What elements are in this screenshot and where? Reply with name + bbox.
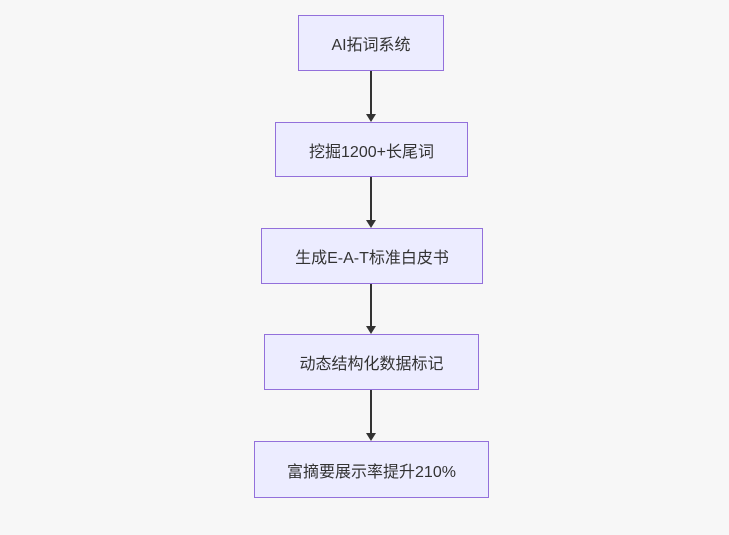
flowchart-node-rich-snippet-result: 富摘要展示率提升210% bbox=[254, 441, 489, 498]
arrow-down-icon bbox=[366, 326, 376, 334]
arrow-down-icon bbox=[366, 220, 376, 228]
arrow-down-icon bbox=[366, 114, 376, 122]
flowchart-arrow-3 bbox=[365, 284, 377, 334]
flowchart-arrow-1 bbox=[365, 71, 377, 122]
arrow-line bbox=[370, 390, 372, 433]
flowchart-node-structured-data: 动态结构化数据标记 bbox=[264, 334, 479, 390]
flowchart-node-ai-word-expansion: AI拓词系统 bbox=[298, 15, 444, 71]
arrow-line bbox=[370, 284, 372, 326]
flowchart-arrow-4 bbox=[365, 390, 377, 441]
arrow-line bbox=[370, 177, 372, 220]
arrow-line bbox=[370, 71, 372, 114]
flowchart-node-longtail-mining: 挖掘1200+长尾词 bbox=[275, 122, 468, 177]
flowchart-node-eat-whitepaper: 生成E-A-T标准白皮书 bbox=[261, 228, 483, 284]
flowchart-arrow-2 bbox=[365, 177, 377, 228]
arrow-down-icon bbox=[366, 433, 376, 441]
